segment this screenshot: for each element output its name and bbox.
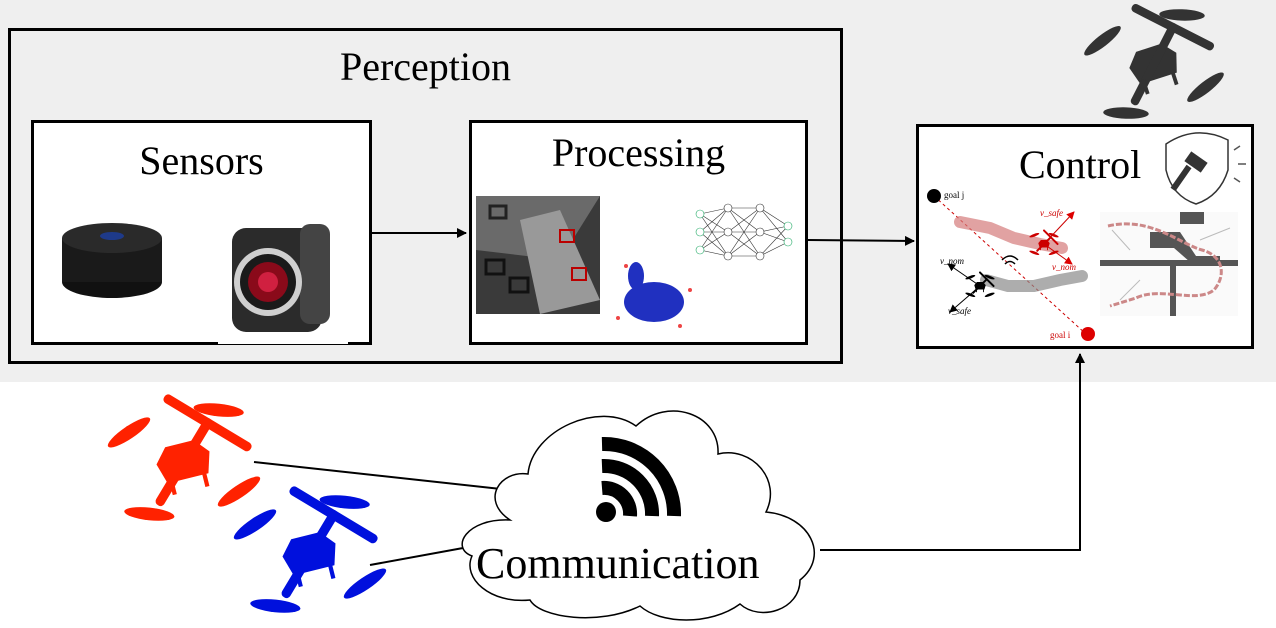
point-cloud-image xyxy=(606,244,704,338)
perception-box: Perception xyxy=(8,28,843,364)
depth-scene-image xyxy=(476,196,600,314)
neural-network-image xyxy=(690,194,796,274)
processing-title: Processing xyxy=(551,130,726,175)
trajectory-image: goal j goal i v_safe v_nom v_nom v_safe xyxy=(927,189,1095,341)
v-safe-j-label: v_safe xyxy=(948,306,971,316)
camera-sensor-image xyxy=(218,208,348,344)
goal-i-label: goal i xyxy=(1050,330,1071,340)
perception-title: Perception xyxy=(339,44,512,89)
v-nom-i-label: v_nom xyxy=(1052,262,1076,272)
dark-drone-icon xyxy=(1072,0,1232,133)
red-drone-icon xyxy=(96,375,268,535)
arrow-red-drone-to-cloud xyxy=(253,461,511,494)
goal-j-label: goal j xyxy=(944,190,964,200)
wifi-icon xyxy=(596,436,682,522)
arrow-cloud-to-control xyxy=(820,353,1085,551)
sensors-title: Sensors xyxy=(139,138,264,183)
communication-cloud xyxy=(461,410,816,621)
v-nom-j-label: v_nom xyxy=(940,256,964,266)
control-title: Control xyxy=(1019,142,1142,187)
arrow-processing-to-control xyxy=(807,235,915,246)
shield-hammer-icon xyxy=(1165,132,1246,205)
arrow-blue-drone-to-cloud xyxy=(369,542,475,566)
communication-label: Communication xyxy=(476,539,760,588)
v-safe-i-label: v_safe xyxy=(1040,208,1063,218)
lidar-sensor-image xyxy=(52,214,172,310)
map-path-image xyxy=(1100,212,1238,316)
